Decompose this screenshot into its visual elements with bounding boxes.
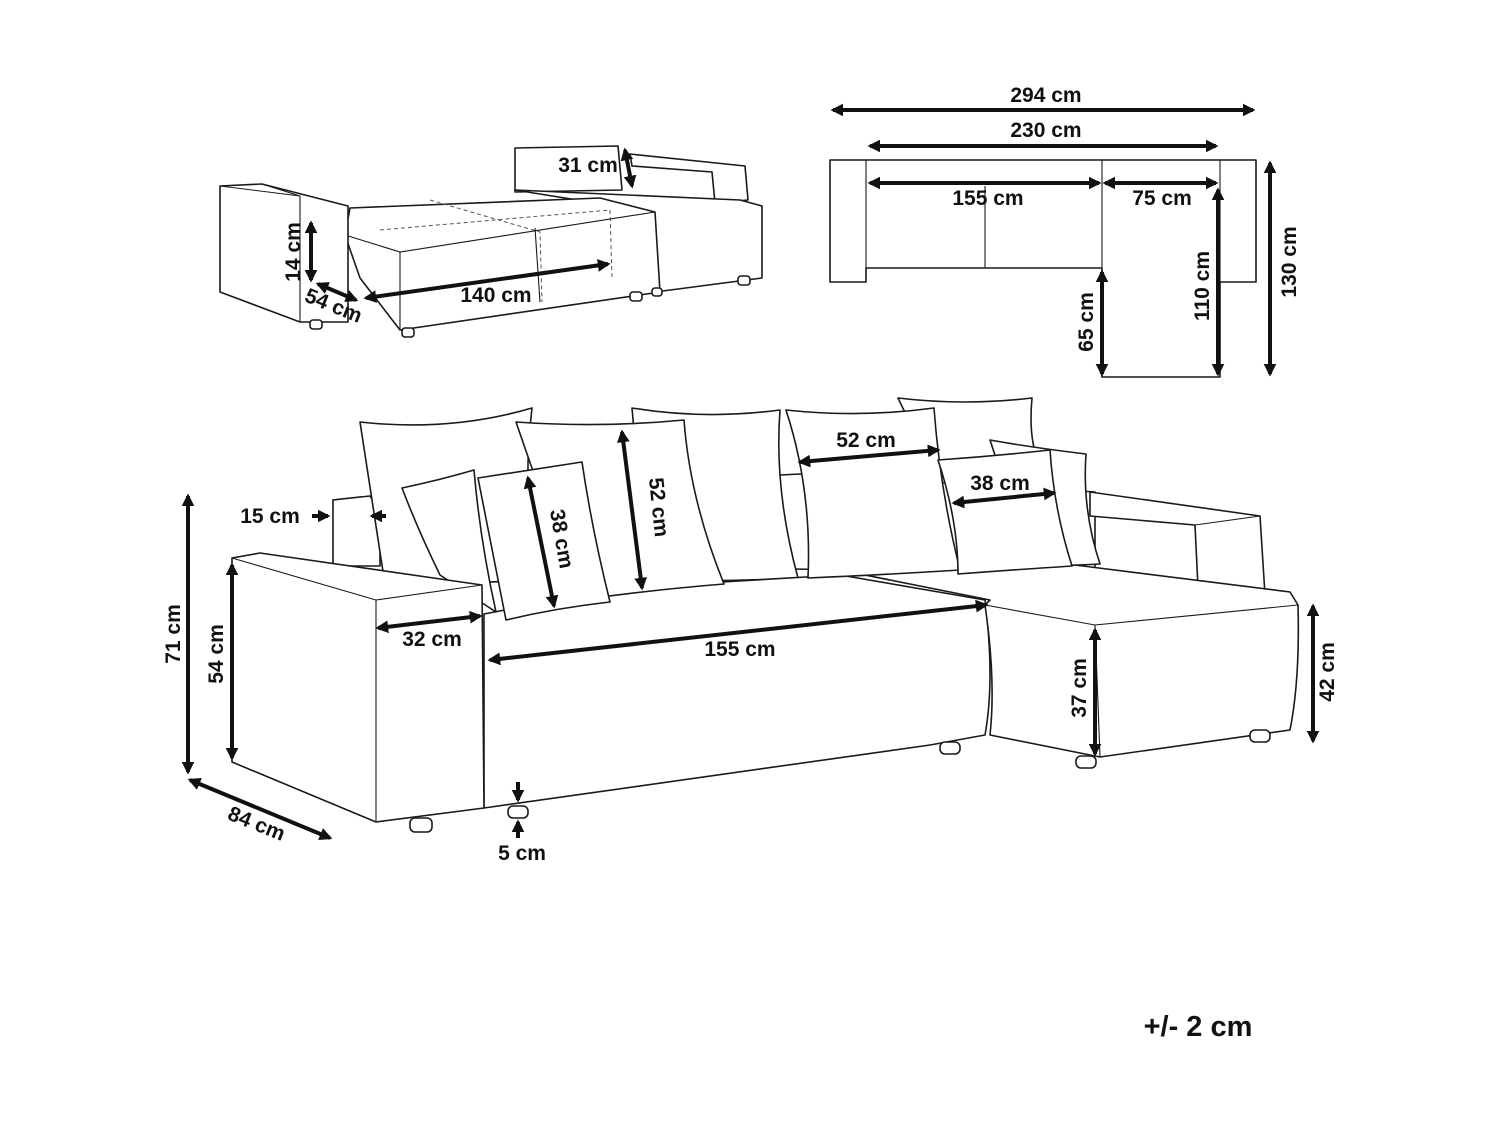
top-chaise-width-label: 75 cm [1132, 187, 1192, 210]
main-sofa-view: 71 cm 54 cm 15 cm 32 cm 155 cm 84 cm 5 c… [162, 397, 1339, 865]
top-chaise-depth-label: 110 cm [1191, 251, 1214, 321]
bed-length-label: 140 cm [460, 284, 531, 307]
top-total-length-label: 294 cm [1010, 84, 1081, 107]
front-cushion-6 [937, 449, 1073, 575]
bed-back-block [514, 145, 623, 193]
main-armrest-width-label: 32 cm [402, 628, 462, 651]
top-total-depth-label: 130 cm [1278, 226, 1301, 297]
main-armrest-top-width-label: 15 cm [240, 505, 300, 528]
top-view-outline [829, 159, 1257, 378]
front-armrest [231, 552, 485, 823]
main-chaise-height-label: 42 cm [1316, 642, 1339, 702]
sofa-bed-view: 31 cm 14 cm 54 cm 140 cm [219, 145, 763, 338]
top-inner-length-label: 230 cm [1010, 119, 1081, 142]
bed-mattress-thickness-label: 14 cm [282, 222, 305, 282]
main-chaise-seat-height-label: 37 cm [1068, 658, 1091, 718]
top-chaise-extension-label: 65 cm [1075, 292, 1098, 352]
main-seat [483, 574, 991, 809]
bed-backrest-height-label: 31 cm [558, 154, 618, 177]
tolerance-note: +/- 2 cm [1144, 1011, 1253, 1043]
bed-mattress [344, 197, 661, 331]
main-large-cushion-label: 52 cm [836, 429, 896, 452]
main-armrest-height-label: 54 cm [205, 624, 228, 684]
chaise-seat [849, 564, 1300, 758]
top-seat-length-label: 155 cm [952, 187, 1023, 210]
main-leg-height-label: 5 cm [498, 842, 546, 865]
top-view: 294 cm 230 cm 155 cm 75 cm 110 cm 130 cm… [829, 84, 1301, 378]
main-total-height-label: 71 cm [162, 604, 185, 664]
main-small-cushion-label: 38 cm [970, 472, 1030, 495]
main-seat-width-label: 155 cm [704, 638, 775, 661]
